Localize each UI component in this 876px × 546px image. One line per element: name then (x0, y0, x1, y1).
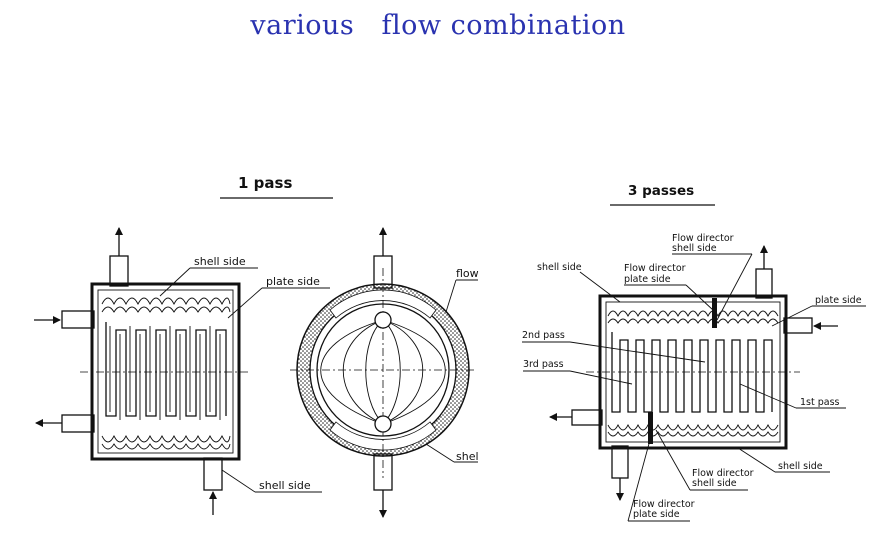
label-shell: shel (456, 450, 479, 463)
bottom-left-nozzle (611, 445, 629, 479)
label-flow-director-shell-bottom-1: Flow director (692, 468, 754, 479)
label-1st-pass: 1st pass (800, 397, 840, 408)
top-nozzle (109, 227, 129, 287)
top-right-nozzle (755, 268, 773, 299)
heading-3-passes: 3 passes (628, 183, 694, 199)
plate-channels (105, 322, 227, 420)
left-outlet-nozzle-3 (571, 409, 603, 426)
three-pass-exchanger: 3 passes shell side Flow director plate … (522, 183, 866, 522)
left-inlet-nozzle (34, 310, 95, 329)
flow-director-top (712, 298, 717, 328)
right-inlet-nozzle (783, 317, 813, 334)
label-plate-side-3: plate side (815, 295, 862, 306)
label-flow-director-shell-top-1: Flow director (672, 233, 734, 244)
bottom-nozzle (203, 457, 223, 515)
label-flow: flow (456, 267, 479, 280)
shell-flow-waves-top (101, 297, 231, 306)
label-shell-side-bottom: shell side (259, 479, 311, 492)
heading-1-pass: 1 pass (238, 174, 292, 192)
left-outlet-nozzle (35, 414, 95, 433)
label-flow-director-shell-bottom-2: shell side (692, 478, 737, 489)
one-pass-exchanger: 1 pass (34, 174, 333, 515)
label-flow-director-plate-bottom-2: plate side (633, 509, 680, 520)
label-2nd-pass: 2nd pass (522, 330, 565, 341)
shell-body (90, 282, 241, 461)
label-flow-director-plate-bottom-1: Flow director (633, 499, 695, 510)
label-shell-side-top: shell side (194, 255, 246, 268)
label-flow-director-plate-top-1: Flow director (624, 263, 686, 274)
label-plate-side: plate side (266, 275, 320, 288)
shell-inner (97, 289, 234, 454)
end-view-circle: flow shel (290, 227, 479, 518)
flow-director-bottom (648, 412, 653, 444)
shell-flow-waves-bottom (101, 434, 231, 443)
label-flow-director-plate-top-2: plate side (624, 274, 671, 285)
label-shell-side-top-3: shell side (537, 262, 582, 273)
label-3rd-pass: 3rd pass (523, 359, 564, 370)
label-flow-director-shell-top-2: shell side (672, 243, 717, 254)
diagram-title: various flow combination (250, 10, 626, 41)
label-shell-side-bottom-3: shell side (778, 461, 823, 472)
